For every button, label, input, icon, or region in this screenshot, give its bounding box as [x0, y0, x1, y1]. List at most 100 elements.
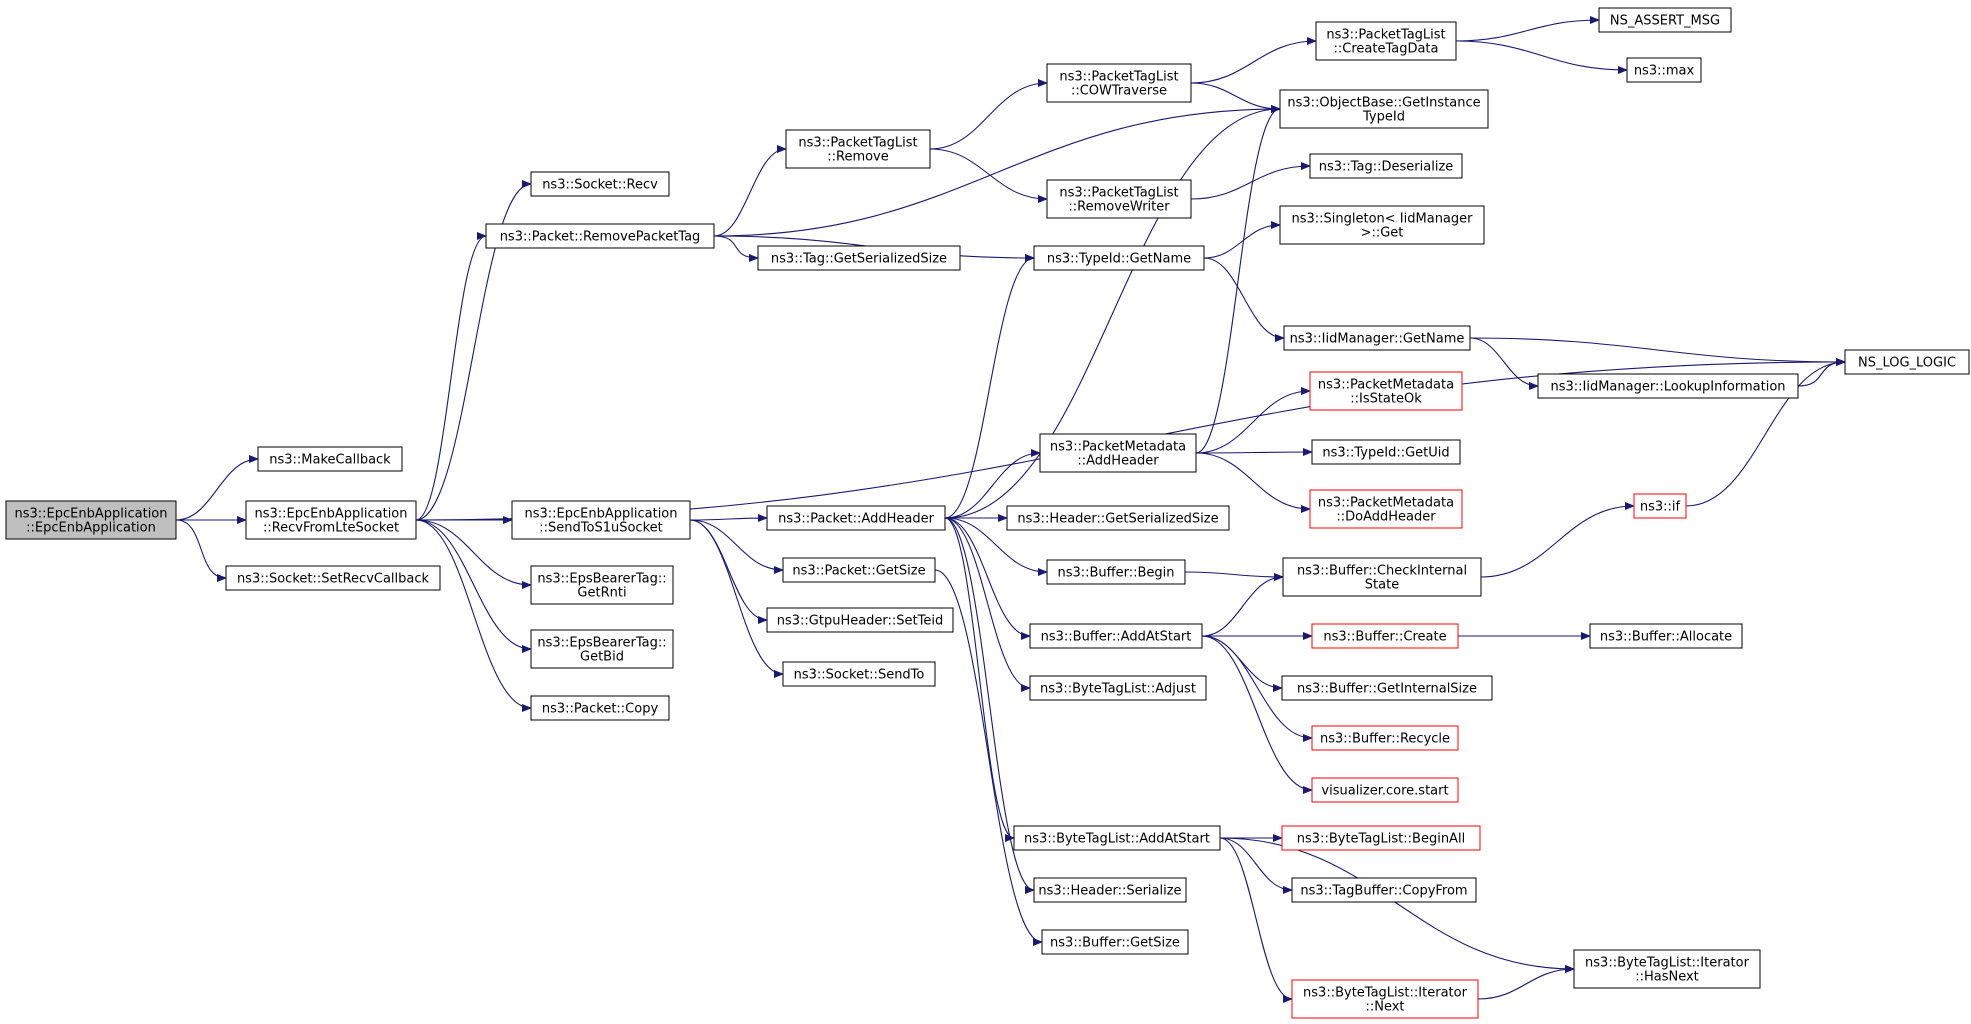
node-box[interactable] [1309, 153, 1463, 179]
node-ns3-iidmanager-getname[interactable]: ns3::IidManager::GetName [1283, 325, 1471, 351]
node-box[interactable] [1311, 439, 1461, 465]
node-ns3-epcenbapplication-recvfromltesocket[interactable]: ns3::EpcEnbApplication::RecvFromLteSocke… [245, 500, 417, 540]
node-box[interactable] [1281, 825, 1481, 851]
node-box[interactable] [1039, 433, 1197, 473]
node-ns-log-logic[interactable]: NS_LOG_LOGIC [1844, 349, 1970, 375]
node-box[interactable] [757, 245, 961, 271]
node-box[interactable] [225, 565, 441, 591]
node-box[interactable] [1626, 57, 1702, 83]
node-ns3-buffer-getinternalsize[interactable]: ns3::Buffer::GetInternalSize [1281, 675, 1493, 701]
node-ns3-packettaglist-remove[interactable]: ns3::PacketTagList::Remove [785, 129, 931, 169]
node-ns3-if[interactable]: ns3::if [1633, 493, 1687, 519]
node-ns3-buffer-addatstart[interactable]: ns3::Buffer::AddAtStart [1029, 623, 1203, 649]
node-box[interactable] [530, 171, 670, 197]
node-box[interactable] [1006, 505, 1230, 531]
node-ns3-gtpuheader-setteid[interactable]: ns3::GtpuHeader::SetTeid [766, 607, 954, 633]
node-box[interactable] [257, 446, 403, 472]
node-ns3-typeid-getuid[interactable]: ns3::TypeId::GetUid [1311, 439, 1461, 465]
node-box[interactable] [1309, 371, 1463, 411]
node-ns3-epsbearertag-getrnti[interactable]: ns3::EpsBearerTag::GetRnti [530, 565, 674, 605]
node-box[interactable] [485, 223, 715, 249]
node-box[interactable] [530, 629, 674, 669]
node-box[interactable] [1311, 725, 1459, 751]
node-ns3-packetmetadata-doaddheader[interactable]: ns3::PacketMetadata::DoAddHeader [1309, 489, 1463, 529]
node-ns3-buffer-allocate[interactable]: ns3::Buffer::Allocate [1589, 623, 1743, 649]
node-ns3-typeid-getname[interactable]: ns3::TypeId::GetName [1033, 245, 1205, 271]
node-ns3-bytetaglist-addatstart[interactable]: ns3::ByteTagList::AddAtStart [1013, 825, 1221, 851]
node-ns3-packettaglist-cowtraverse[interactable]: ns3::PacketTagList::COWTraverse [1046, 63, 1192, 103]
node-visualizer-core-start[interactable]: visualizer.core.start [1311, 777, 1459, 803]
node-ns3-bytetaglist-adjust[interactable]: ns3::ByteTagList::Adjust [1029, 675, 1207, 701]
node-ns3-bytetaglist-iterator-next[interactable]: ns3::ByteTagList::Iterator::Next [1291, 979, 1479, 1019]
node-box[interactable] [1537, 373, 1799, 399]
node-box[interactable] [1844, 349, 1970, 375]
node-box[interactable] [782, 557, 936, 583]
node-box[interactable] [1315, 21, 1457, 61]
node-box[interactable] [530, 695, 670, 721]
node-box[interactable] [782, 661, 936, 687]
node-ns3-header-getserializedsize[interactable]: ns3::Header::GetSerializedSize [1006, 505, 1230, 531]
node-box[interactable] [1311, 777, 1459, 803]
node-ns3-buffer-recycle[interactable]: ns3::Buffer::Recycle [1311, 725, 1459, 751]
node-box[interactable] [1279, 89, 1489, 129]
node-ns3-socket-setrecvcallback[interactable]: ns3::Socket::SetRecvCallback [225, 565, 441, 591]
node-box[interactable] [1281, 675, 1493, 701]
node-ns3-epcenbapplication-epcenbapplication[interactable]: ns3::EpcEnbApplication::EpcEnbApplicatio… [5, 500, 177, 540]
node-ns3-iidmanager-lookupinformation[interactable]: ns3::IidManager::LookupInformation [1537, 373, 1799, 399]
node-ns3-tag-getserializedsize[interactable]: ns3::Tag::GetSerializedSize [757, 245, 961, 271]
node-box[interactable] [1282, 557, 1482, 597]
node-box[interactable] [1291, 877, 1477, 903]
node-box[interactable] [1013, 825, 1221, 851]
node-ns3-tagbuffer-copyfrom[interactable]: ns3::TagBuffer::CopyFrom [1291, 877, 1477, 903]
node-ns3-buffer-create[interactable]: ns3::Buffer::Create [1311, 623, 1459, 649]
node-ns3-packetmetadata-addheader[interactable]: ns3::PacketMetadata::AddHeader [1039, 433, 1197, 473]
node-box[interactable] [1041, 929, 1189, 955]
node-ns3-socket-sendto[interactable]: ns3::Socket::SendTo [782, 661, 936, 687]
node-ns3-bytetaglist-iterator-hasnext[interactable]: ns3::ByteTagList::Iterator::HasNext [1573, 949, 1761, 989]
node-ns3-max[interactable]: ns3::max [1626, 57, 1702, 83]
node-ns3-packet-removepackettag[interactable]: ns3::Packet::RemovePacketTag [485, 223, 715, 249]
node-box[interactable] [1311, 623, 1459, 649]
node-ns3-socket-recv[interactable]: ns3::Socket::Recv [530, 171, 670, 197]
node-box[interactable] [766, 607, 954, 633]
node-box[interactable] [766, 505, 946, 531]
node-ns3-packetmetadata-isstateok[interactable]: ns3::PacketMetadata::IsStateOk [1309, 371, 1463, 411]
node-ns3-makecallback[interactable]: ns3::MakeCallback [257, 446, 403, 472]
node-box[interactable] [1279, 205, 1485, 245]
node-box[interactable] [1573, 949, 1761, 989]
node-box[interactable] [1633, 493, 1687, 519]
node-ns3-packettaglist-createtagdata[interactable]: ns3::PacketTagList::CreateTagData [1315, 21, 1457, 61]
node-ns3-packet-addheader[interactable]: ns3::Packet::AddHeader [766, 505, 946, 531]
node-box[interactable] [1046, 63, 1192, 103]
node-ns3-epsbearertag-getbid[interactable]: ns3::EpsBearerTag::GetBid [530, 629, 674, 669]
node-box[interactable] [785, 129, 931, 169]
node-ns3-packettaglist-removewriter[interactable]: ns3::PacketTagList::RemoveWriter [1046, 179, 1192, 219]
node-ns3-epcenbapplication-sendtos1usocket[interactable]: ns3::EpcEnbApplication::SendToS1uSocket [511, 500, 691, 540]
node-ns3-tag-deserialize[interactable]: ns3::Tag::Deserialize [1309, 153, 1463, 179]
node-ns-assert-msg[interactable]: NS_ASSERT_MSG [1598, 7, 1732, 33]
node-box[interactable] [530, 565, 674, 605]
node-box[interactable] [5, 500, 177, 540]
node-box[interactable] [1589, 623, 1743, 649]
node-ns3-packet-getsize[interactable]: ns3::Packet::GetSize [782, 557, 936, 583]
node-ns3-buffer-begin[interactable]: ns3::Buffer::Begin [1046, 559, 1186, 585]
node-box[interactable] [511, 500, 691, 540]
node-box[interactable] [1283, 325, 1471, 351]
node-box[interactable] [1033, 245, 1205, 271]
node-ns3-bytetaglist-beginall[interactable]: ns3::ByteTagList::BeginAll [1281, 825, 1481, 851]
node-box[interactable] [1029, 675, 1207, 701]
node-ns3-buffer-getsize[interactable]: ns3::Buffer::GetSize [1041, 929, 1189, 955]
node-box[interactable] [245, 500, 417, 540]
node-ns3-singleton-iidmanager-get[interactable]: ns3::Singleton< IidManager >::Get [1279, 205, 1485, 245]
node-box[interactable] [1309, 489, 1463, 529]
node-box[interactable] [1598, 7, 1732, 33]
node-box[interactable] [1033, 877, 1187, 903]
node-ns3-header-serialize[interactable]: ns3::Header::Serialize [1033, 877, 1187, 903]
node-box[interactable] [1029, 623, 1203, 649]
node-box[interactable] [1046, 179, 1192, 219]
node-box[interactable] [1046, 559, 1186, 585]
node-box[interactable] [1291, 979, 1479, 1019]
node-ns3-packet-copy[interactable]: ns3::Packet::Copy [530, 695, 670, 721]
